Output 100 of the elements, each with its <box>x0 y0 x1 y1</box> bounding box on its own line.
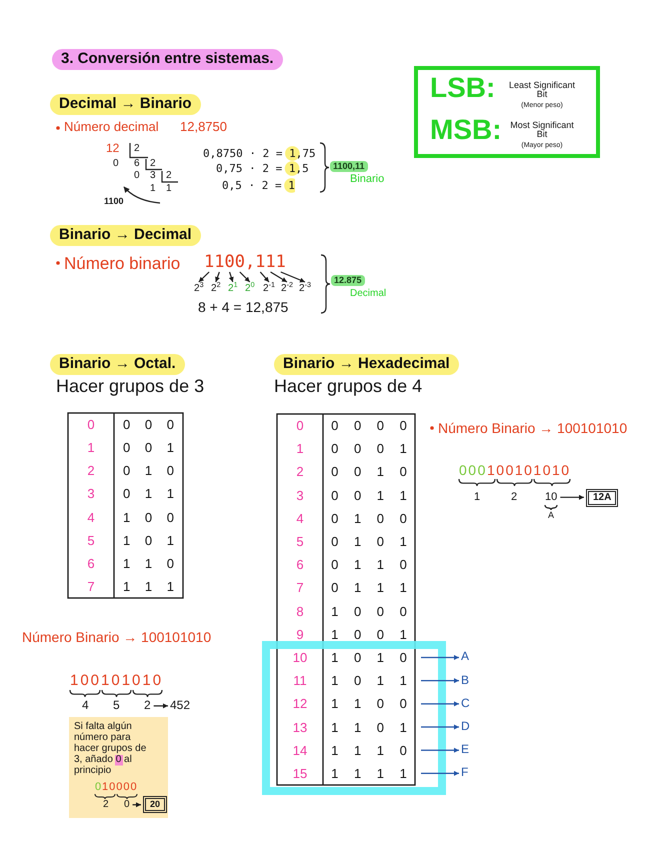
division-number: 3 <box>150 171 156 181</box>
arrow <box>215 272 220 282</box>
decimal-value: 14 <box>292 744 308 757</box>
hex-letter: D <box>461 720 470 734</box>
arrow <box>132 802 141 808</box>
definition-box <box>414 66 600 158</box>
definition-text: Least Significant Bit <box>508 81 576 99</box>
octal-digit: 4 <box>82 699 89 713</box>
section-heading: Binario → Octal. <box>50 354 185 375</box>
decimal-value: 15 <box>292 766 308 780</box>
hex-digit: 2 <box>511 491 518 504</box>
division-number: 2 <box>150 159 156 169</box>
binary-bits: 0 1 0 <box>122 464 175 478</box>
hex-letter: A <box>461 650 470 664</box>
decimal-value: 4 <box>295 512 305 525</box>
group-value: 10 <box>545 491 558 504</box>
sticky-note <box>69 717 168 818</box>
power-term: 2$^{2}$ <box>211 283 221 294</box>
handwritten-note: Número Binario → 100101010 <box>22 629 212 646</box>
octal-digit: 3 <box>86 487 96 500</box>
octal-digit: 0 <box>86 418 96 432</box>
hex-letter: C <box>461 696 470 711</box>
binary-bits: 0 1 1 0 <box>330 558 408 572</box>
binary-bits: 0 0 0 <box>122 418 175 432</box>
power-term: 2$^{-1}$ <box>263 283 275 294</box>
division-number: 1 <box>150 184 156 194</box>
hex-letter: E <box>461 743 470 758</box>
binary-bits: 0 0 0 0 <box>330 419 408 432</box>
binary-bits: 1 0 0 1 <box>330 628 408 641</box>
decimal-value: 12 <box>292 697 308 710</box>
octal-digit: 2 <box>86 464 96 478</box>
binary-digit: 0 <box>95 781 102 794</box>
octal-digit: 1 <box>86 441 96 454</box>
binary-bits: 1 0 0 <box>122 510 175 524</box>
octal-digit: 2 <box>144 699 151 713</box>
binary-bits: 1 1 1 0 <box>323 744 415 757</box>
octal-digit: 6 <box>86 556 96 570</box>
binary-bits: 1 1 1 1 <box>323 766 415 780</box>
power-term: 2$^{1}$ <box>228 283 238 294</box>
result-box: 12A <box>586 489 618 507</box>
octal-digit: 7 <box>86 580 96 593</box>
decimal-value: 8 <box>295 604 305 618</box>
node-label: Binario <box>350 173 384 186</box>
result-box: 20 <box>143 796 168 813</box>
decimal-value: 1 <box>295 442 305 456</box>
binary-bits: 1 1 0 0 <box>323 697 415 710</box>
hex-digit: A <box>548 510 554 520</box>
decimal-value: 10 <box>292 650 308 664</box>
division-number: 0 <box>134 171 140 181</box>
handwritten-note: Número binario <box>64 254 180 274</box>
handwritten-note: Número decimal <box>64 120 159 135</box>
arrow <box>421 654 459 660</box>
binary-bits: 0 0 1 0 <box>330 465 408 478</box>
binary-bits: 0 0 1 <box>122 441 175 454</box>
binary-number: 100101010 <box>70 672 164 690</box>
acronym: MSB: <box>430 116 502 144</box>
binary-bits: 1 0 1 1 <box>323 674 415 688</box>
division-number: 12 <box>106 142 120 154</box>
handwritten-note: Número Binario → 100101010 <box>438 420 628 436</box>
hex-letter: F <box>461 766 468 780</box>
power-term: 2$^{0}$ <box>245 283 255 294</box>
decimal-value: 6 <box>295 558 305 572</box>
handwritten-note: Hacer grupos de 3 <box>56 376 204 397</box>
section-heading: Binario → Decimal <box>50 225 201 246</box>
decimal-value: 5 <box>295 535 305 548</box>
power-term: 2$^{-3}$ <box>299 283 311 294</box>
decimal-value: 3 <box>295 488 305 502</box>
octal-digit: 2 <box>103 799 109 810</box>
decimal-value: 7 <box>295 581 305 594</box>
decimal-value: 2 <box>295 465 305 478</box>
hex-digit: 1 <box>474 491 480 504</box>
definition-text: Most Significant Bit <box>509 121 575 139</box>
binary-number: 100101010 <box>487 462 571 478</box>
arrow <box>421 770 459 776</box>
division-number: 6 <box>134 159 140 169</box>
binary-bits: 0 1 0 1 <box>330 535 408 548</box>
binary-bits: 0 1 1 1 <box>330 581 408 594</box>
equation: 0,5 · 2 = 1 <box>222 178 295 193</box>
power-term: 2$^{3}$ <box>194 283 204 294</box>
node-label: Decimal <box>350 288 386 300</box>
arrow <box>280 271 306 283</box>
octal-digit: 5 <box>113 699 120 713</box>
binary-bits: 1 0 1 0 <box>323 650 415 664</box>
arrow <box>260 272 270 282</box>
hex-letter: B <box>461 674 470 688</box>
binary-bits: 0 0 1 1 <box>330 488 408 502</box>
result-highlight: 12.875 <box>331 275 365 286</box>
arrow <box>421 724 459 730</box>
equation: 0,75 · 2 = 1,5 <box>216 161 309 176</box>
arrow <box>239 272 250 282</box>
arrow <box>198 272 210 282</box>
arrow <box>421 678 459 684</box>
octal-result: 452 <box>170 699 190 713</box>
arrow <box>421 748 459 753</box>
binary-bits: 1 0 1 <box>122 534 175 547</box>
octal-digit: 0 <box>124 799 130 810</box>
decimal-value: 11 <box>292 674 308 688</box>
binary-result: 1100 <box>104 197 124 206</box>
binary-bits: 1 0 0 0 <box>330 604 408 618</box>
decimal-value: 0 <box>295 419 305 432</box>
